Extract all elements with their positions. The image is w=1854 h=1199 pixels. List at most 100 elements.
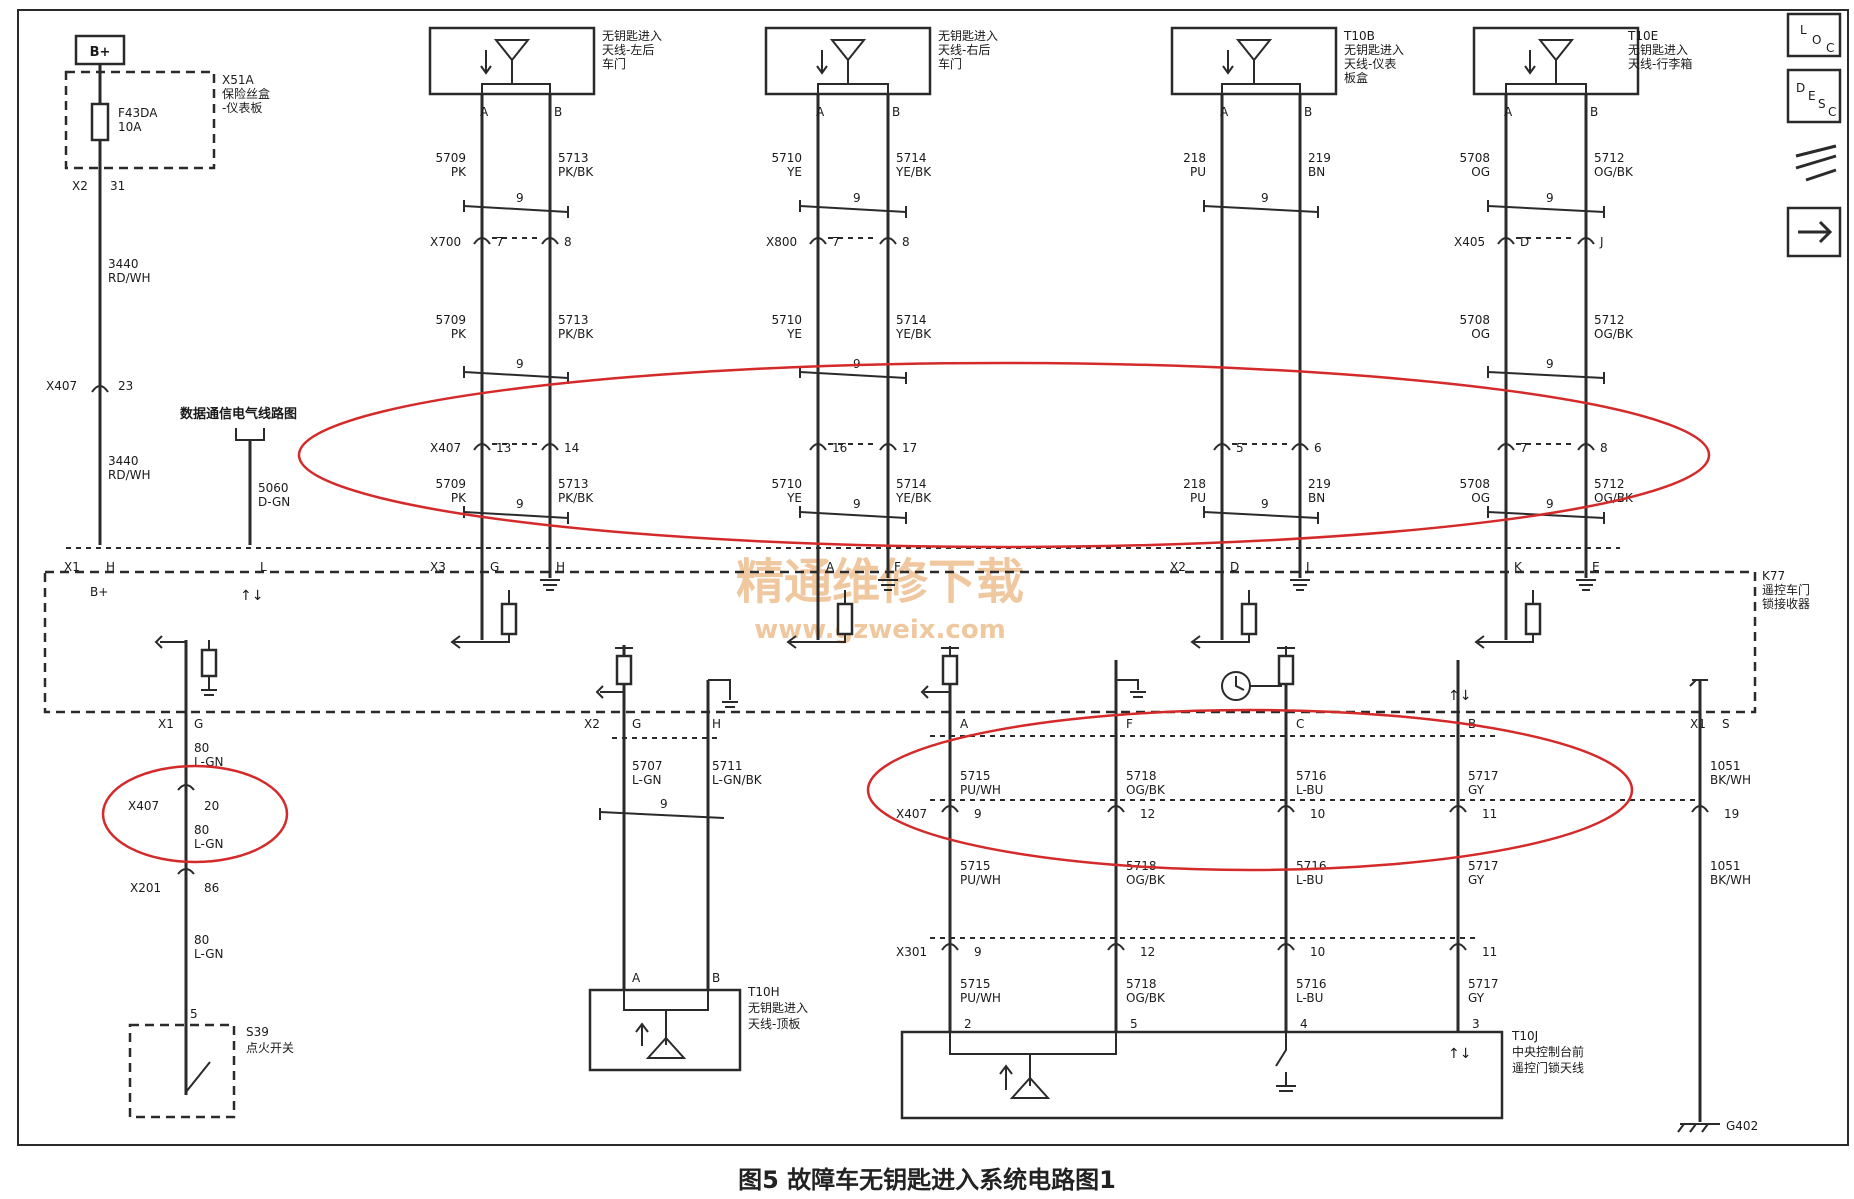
wire-a-color: PK [451, 327, 467, 341]
fuse-box-code: X51A [222, 73, 254, 87]
roof-twist: 9 [660, 797, 668, 811]
ign-x201-pin: 86 [204, 881, 219, 895]
center-pin-a: A [960, 717, 969, 731]
center-wire-number: 5716 [1296, 859, 1327, 873]
antenna-icon [829, 39, 867, 84]
twisted-pair-marker [463, 200, 569, 218]
resistor-icon [1524, 602, 1542, 636]
wire-5060: 5060 [258, 481, 289, 495]
twist-count: 9 [516, 497, 524, 511]
center-x407-label: X407 [896, 807, 927, 821]
twist-count: 9 [853, 191, 861, 205]
center-pin-s: S [1722, 717, 1730, 731]
center-wire-color: PU/WH [960, 991, 1001, 1005]
fuse-box-name: 保险丝盒 [222, 86, 270, 101]
center-wire-color: PU/WH [960, 783, 1001, 797]
fuse-box-name2: -仪表板 [222, 101, 262, 115]
resistor-icon [500, 602, 518, 636]
pin-b: B [892, 105, 900, 119]
wire-a-color: OG [1471, 165, 1490, 179]
connector-x407-pin-b: 14 [564, 441, 579, 455]
center-end-pin: 5 [1130, 1017, 1138, 1031]
center-wire-color: OG/BK [1126, 991, 1166, 1005]
center-wire-color: GY [1468, 873, 1485, 887]
center-x301-label: X301 [896, 945, 927, 959]
center-x407-pin: 11 [1482, 807, 1497, 821]
ign-wire-b: 80 [194, 823, 209, 837]
ign-wire-c-color: L-GN [194, 947, 224, 961]
end-pin-b: J [1305, 560, 1310, 574]
desc-icon-d: D [1796, 81, 1805, 95]
wire-3440: 3440 [108, 257, 139, 271]
wire-a-number: 5708 [1459, 313, 1490, 327]
pin-b: B [1304, 105, 1312, 119]
antenna-name3: 车门 [602, 56, 626, 71]
ground-icon [1290, 579, 1310, 591]
gnd-wire-number-b: 1051 [1710, 859, 1741, 873]
center-antenna-box [900, 1030, 1504, 1120]
roof-name2: 天线-顶板 [748, 1017, 800, 1031]
antenna-name1: 无钥匙进入 [1628, 43, 1688, 57]
pin-b: B [554, 105, 562, 119]
antenna-icon [1235, 39, 1273, 84]
center-x1: X1 [1690, 717, 1706, 731]
gnd-x407-pin: 19 [1724, 807, 1739, 821]
resistor-icon [1240, 602, 1258, 636]
roof-pin-h: H [712, 717, 721, 731]
wire-b-color: OG/BK [1594, 327, 1634, 341]
wire-b-color: YE/BK [895, 327, 932, 341]
twist-count: 9 [1546, 497, 1554, 511]
wire-b-color: OG/BK [1594, 165, 1634, 179]
center-wire-color: L-BU [1296, 783, 1323, 797]
connector-x407-label: X407 [430, 441, 461, 455]
center-wire-number: 5717 [1468, 977, 1499, 991]
data-comm: 数据通信电气线路图 5060 D-GN L ↑↓ [180, 406, 297, 604]
connector-upper-label: X405 [1454, 235, 1485, 249]
receiver-k77-outline [43, 570, 1757, 714]
wire-3440-b: 3440 [108, 454, 139, 468]
roof-wire2: 5711 [712, 759, 743, 773]
wire-b-color: BN [1308, 165, 1325, 179]
antenna-name3: 车门 [938, 56, 962, 71]
connector-upper-pin-a: 7 [832, 235, 840, 249]
wire-a-number: 5709 [435, 151, 466, 165]
receiver-name1: 遥控车门 [1762, 582, 1810, 597]
twisted-pair-marker [463, 506, 569, 524]
center-wire-color: GY [1468, 783, 1485, 797]
side-icons: L O C D E S C [1786, 12, 1842, 258]
pin-a: A [1220, 105, 1229, 119]
center-wire-color: L-BU [1296, 873, 1323, 887]
ignition-circuit: X1 G 80 L-GN X407 20 80 L-GN X201 86 80 … [101, 635, 294, 1119]
antenna-code: T10B [1343, 29, 1375, 43]
connector-x407-pin-a: 13 [496, 441, 511, 455]
loc-icon-l: L [1800, 23, 1807, 37]
wire-a-color: YE [786, 165, 802, 179]
wire-b-number: 5713 [558, 151, 589, 165]
roof-wire1-color: L-GN [632, 773, 662, 787]
roof-wire2-color: L-GN/BK [712, 773, 763, 787]
wire-b-number: 219 [1308, 477, 1331, 491]
conn-x1-power-pin: H [106, 560, 115, 574]
ign-wire-c: 80 [194, 933, 209, 947]
center-wire-number: 5716 [1296, 769, 1327, 783]
wire-a-number: 218 [1183, 151, 1206, 165]
antenna-name1: 无钥匙进入 [938, 29, 998, 43]
end-pin-a: D [1230, 560, 1239, 574]
wire-b-color: BN [1308, 491, 1325, 505]
wire-a-number: 218 [1183, 477, 1206, 491]
connector-x407-pin-a: 16 [832, 441, 847, 455]
center-x407-pin: 10 [1310, 807, 1325, 821]
roof-pin-b: B [712, 971, 720, 985]
twist-count: 9 [516, 357, 524, 371]
chassis-ground-icon [1677, 1123, 1720, 1133]
center-wire-number: 5715 [960, 769, 991, 783]
end-pin-b: H [556, 560, 565, 574]
antenna-name1: 无钥匙进入 [1344, 43, 1404, 57]
twisted-pair-marker [1203, 506, 1319, 524]
